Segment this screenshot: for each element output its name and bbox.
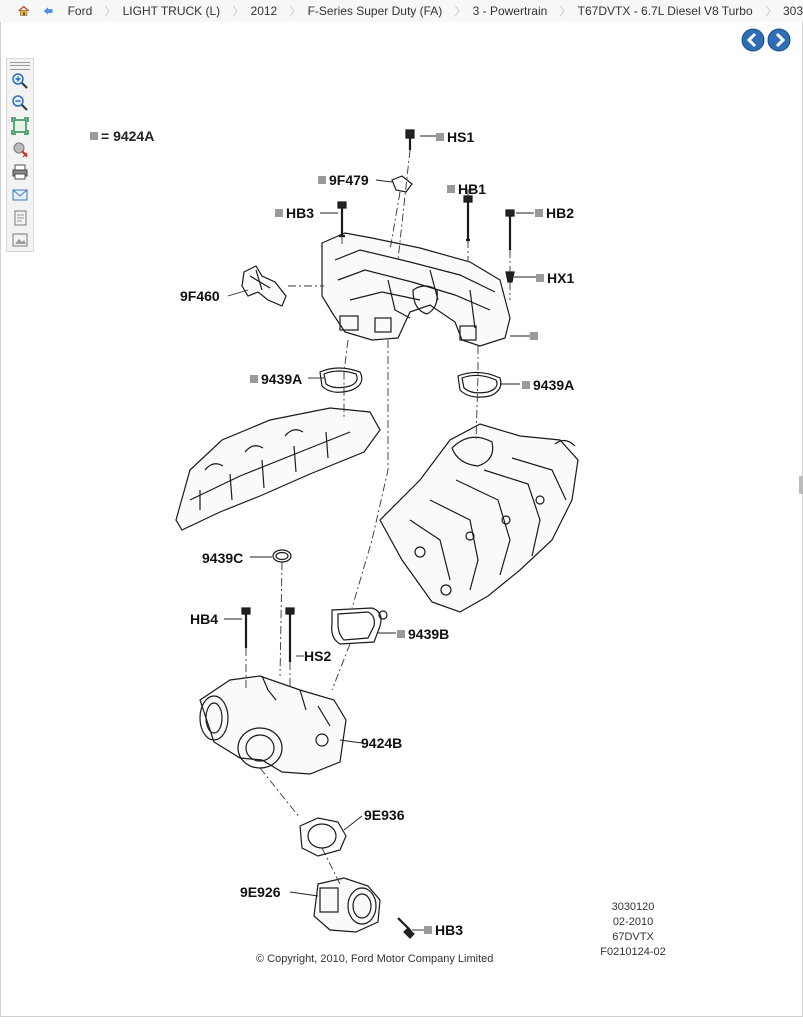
legend: = 9424A (90, 128, 154, 144)
marker-square (318, 176, 326, 184)
marker-square (530, 332, 538, 340)
zoom-out-icon[interactable] (11, 94, 29, 112)
marker-square (447, 185, 455, 193)
page-icon[interactable] (11, 209, 29, 227)
next-arrow-icon[interactable] (767, 28, 791, 52)
reset-zoom-icon[interactable] (11, 140, 29, 158)
upper-intake-manifold (321, 232, 511, 347)
marker-square (536, 274, 544, 282)
callout-label: 9F479 (329, 172, 369, 188)
home-icon[interactable] (18, 3, 30, 19)
zoom-in-icon[interactable] (11, 72, 29, 90)
callout-hb1[interactable]: HB1 (447, 181, 486, 197)
throttle-body-9e926 (313, 877, 381, 933)
bolts (241, 129, 515, 939)
callout-label: 9439A (533, 377, 575, 393)
marker-square (424, 926, 432, 934)
toolbar-grip[interactable] (10, 62, 30, 70)
breadcrumb-item-year[interactable]: 2012 (250, 4, 278, 18)
callout-label: 9439B (408, 626, 450, 642)
callout-label: 9439C (202, 550, 244, 566)
callout-9e936[interactable]: 9E936 (364, 807, 404, 823)
illustration-engine-code: 67DVTX (612, 931, 654, 943)
image-view-icon[interactable] (11, 231, 29, 249)
callout-marker-unlabeled[interactable] (530, 328, 541, 344)
back-arrow-icon[interactable] (43, 4, 53, 18)
left-lower-manifold (175, 407, 381, 531)
callout-label-highlighted: HB3 (435, 922, 464, 938)
breadcrumb-item-powertrain[interactable]: 3 - Powertrain (472, 4, 548, 18)
chevron-right-icon (765, 5, 771, 17)
callout-label-highlighted: HB2 (546, 205, 575, 221)
fit-to-window-icon[interactable] (11, 117, 29, 135)
marker-square (397, 630, 405, 638)
callout-9439b[interactable]: 9439B (397, 626, 449, 642)
chevron-right-icon (455, 5, 460, 17)
legend-swatch (90, 132, 98, 140)
legend-text: = 9424A (101, 128, 155, 144)
callout-9424b[interactable]: 9424B (361, 735, 402, 751)
callout-hb2[interactable]: HB2 (535, 205, 574, 221)
callout-label-highlighted: HB1 (458, 181, 487, 197)
callout-9e926[interactable]: 9E926 (240, 884, 280, 900)
marker-square (522, 381, 530, 389)
illustration-number: 3030120 (611, 901, 655, 913)
callout-label-highlighted: 9424B (361, 735, 403, 751)
illustration-metadata: 3030120 02-2010 67DVTX F0210124-02 (596, 900, 670, 960)
callout-9439a-left[interactable]: 9439A (250, 371, 302, 387)
illustration-figure-id: F0210124-02 (600, 946, 666, 958)
callout-label: HS1 (447, 129, 475, 145)
callout-hs2[interactable]: HS2 (304, 648, 331, 664)
previous-arrow-icon[interactable] (741, 28, 765, 52)
callout-label: 9E936 (364, 807, 405, 823)
page-navigation (741, 28, 791, 52)
callout-9f479[interactable]: 9F479 (318, 172, 369, 188)
viewer-toolbar (6, 58, 34, 252)
breadcrumb: Ford LIGHT TRUCK (L) 2012 F-Series Super… (0, 0, 803, 23)
callout-label: 9F460 (180, 288, 220, 304)
callout-label: HX1 (547, 270, 575, 286)
copyright-text: © Copyright, 2010, Ford Motor Company Li… (256, 953, 494, 965)
callout-label: HS2 (304, 648, 332, 664)
marker-square (535, 209, 543, 217)
breadcrumb-item-ford[interactable]: Ford (67, 4, 93, 18)
marker-square (275, 209, 283, 217)
callout-9439a-right[interactable]: 9439A (522, 377, 574, 393)
callout-label: HB4 (190, 611, 219, 627)
callout-label-highlighted: HB3 (286, 205, 315, 221)
email-icon[interactable] (11, 186, 29, 204)
right-lower-manifold (379, 423, 579, 613)
print-icon[interactable] (11, 163, 29, 181)
chevron-right-icon (560, 5, 565, 17)
chevron-right-icon (233, 5, 238, 17)
callout-9f460[interactable]: 9F460 (180, 288, 220, 304)
callout-label: 9439A (261, 371, 303, 387)
callout-hx1[interactable]: HX1 (536, 270, 574, 286)
callout-hb4[interactable]: HB4 (190, 611, 218, 627)
callout-hs1[interactable]: HS1 (436, 129, 474, 145)
part-9424b (199, 675, 347, 775)
callout-9439c[interactable]: 9439C (202, 550, 243, 566)
breadcrumb-item-light-truck[interactable]: LIGHT TRUCK (L) (122, 4, 221, 18)
chevron-right-icon (290, 5, 295, 17)
callout-hb3-top[interactable]: HB3 (275, 205, 314, 221)
illustration-date: 02-2010 (612, 916, 654, 928)
callout-hb3-bottom[interactable]: HB3 (424, 922, 463, 938)
marker-square (436, 133, 444, 141)
scrollbar-handle[interactable] (799, 476, 803, 494)
callout-label: 9E926 (240, 884, 281, 900)
breadcrumb-item-model[interactable]: F-Series Super Duty (FA) (307, 4, 443, 18)
chevron-right-icon (105, 5, 110, 17)
breadcrumb-item-section[interactable]: 303 (782, 4, 803, 18)
breadcrumb-item-engine[interactable]: T67DVTX - 6.7L Diesel V8 Turbo (577, 4, 753, 18)
throttle-body-part-9f460 (241, 265, 287, 307)
marker-square (250, 375, 258, 383)
